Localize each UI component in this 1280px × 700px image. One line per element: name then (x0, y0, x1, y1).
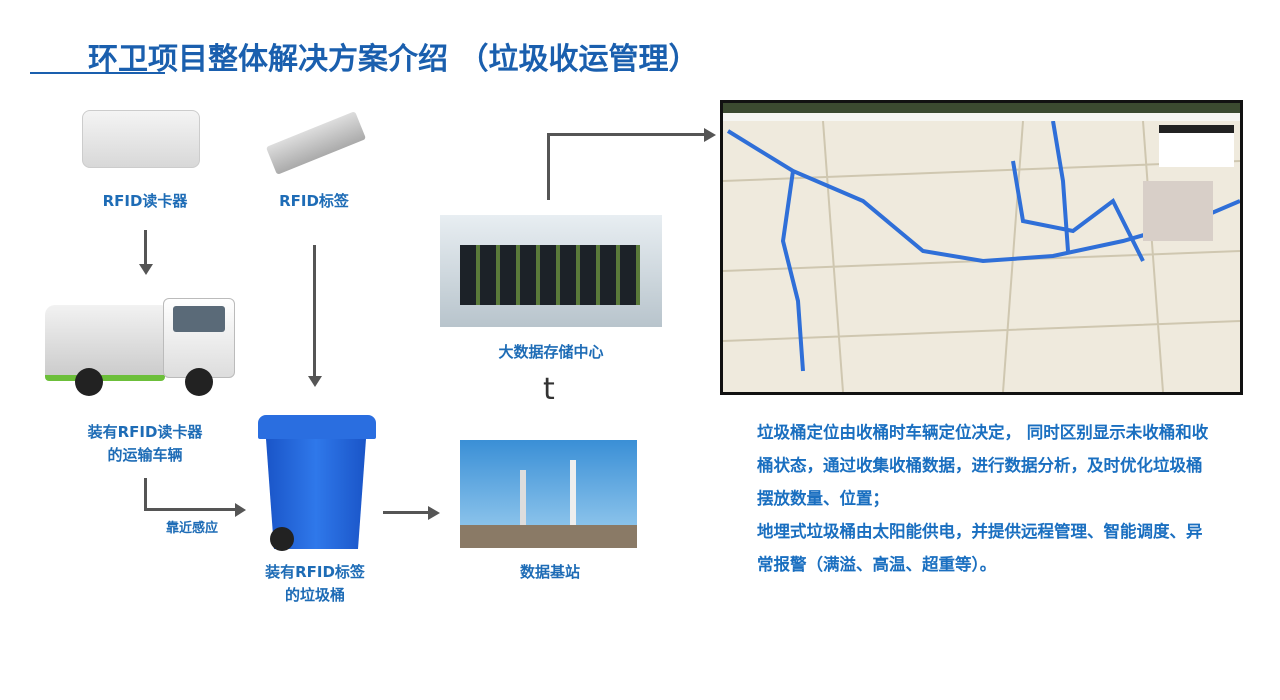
arrow-line (313, 245, 316, 377)
page-title: 环卫项目整体解决方案介绍 （垃圾收运管理） (88, 42, 699, 77)
arrow-head (704, 128, 716, 142)
rfid-reader-image (82, 110, 200, 168)
title-underline (30, 72, 165, 74)
arrow-line (383, 511, 429, 514)
arrow-head (139, 264, 153, 275)
map-screenshot (720, 100, 1243, 395)
bin-label-line1: 装有RFID标签 (265, 563, 365, 581)
rfid-tag-label: RFID标签 (279, 192, 349, 210)
garbage-truck-image (45, 290, 240, 400)
arrow-head (235, 503, 246, 517)
truck-label-line2: 的运输车辆 (107, 446, 183, 464)
arrow-line (144, 508, 236, 511)
route-map (723, 121, 1240, 392)
rfid-tag-image (265, 111, 367, 175)
garbage-bin-image (258, 415, 376, 555)
arrow-line (547, 133, 550, 200)
arrow-head (428, 506, 440, 520)
data-center-label: 大数据存储中心 (498, 343, 604, 361)
truck-label-line1: 装有RFID读卡器 (87, 423, 203, 441)
description-paragraph: 垃圾桶定位由收桶时车辆定位决定， 同时区别显示未收桶和收桶状态，通过收集收桶数据… (757, 423, 1209, 508)
description: 垃圾桶定位由收桶时车辆定位决定， 同时区别显示未收桶和收桶状态，通过收集收桶数据… (757, 416, 1217, 581)
stray-text: t (543, 372, 555, 407)
data-center-image (440, 215, 662, 327)
bin-label-line2: 的垃圾桶 (284, 586, 346, 604)
proximity-label: 靠近感应 (165, 521, 219, 536)
arrow-line (144, 478, 147, 510)
base-station-label: 数据基站 (519, 563, 581, 581)
rfid-reader-label: RFID读卡器 (102, 192, 188, 210)
arrow-head (308, 376, 322, 387)
arrow-line (547, 133, 705, 136)
arrow-line (144, 230, 147, 265)
base-station-image (460, 440, 637, 548)
description-paragraph: 地埋式垃圾桶由太阳能供电，并提供远程管理、智能调度、异常报警（满溢、高温、超重等… (757, 522, 1203, 574)
